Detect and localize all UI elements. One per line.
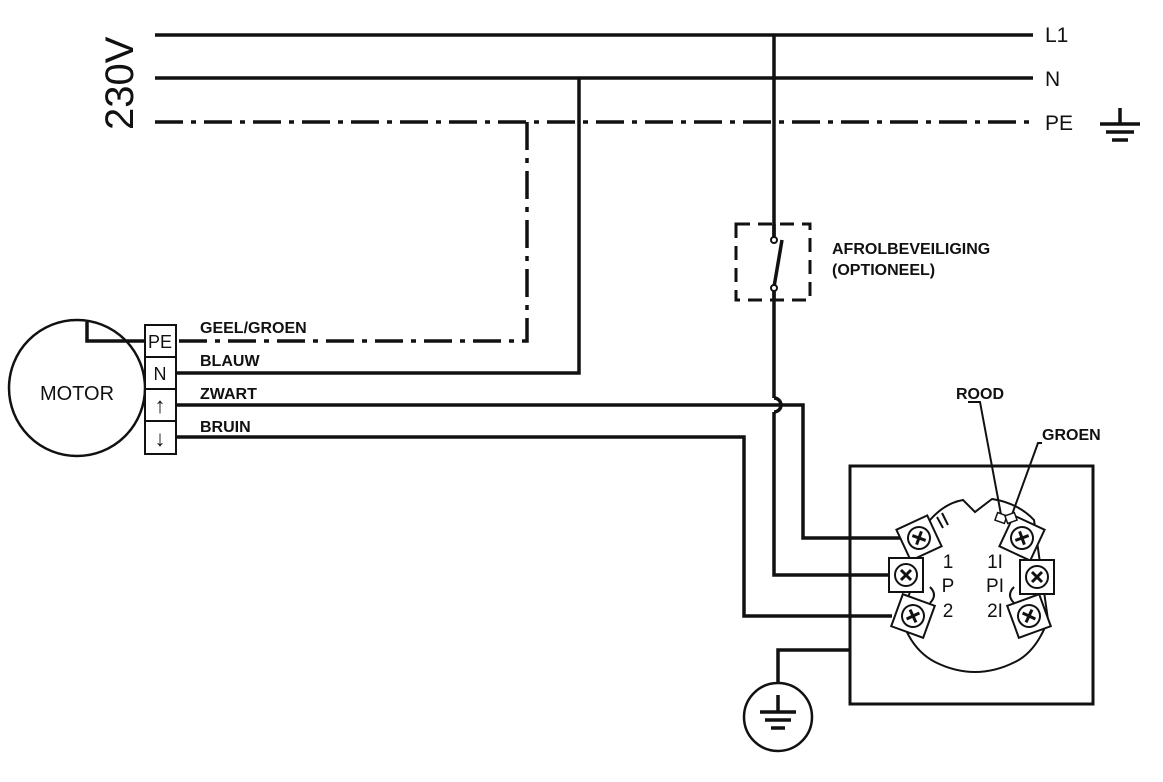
line-label-pe: PE (1045, 112, 1073, 135)
terminal-label-2i: 2I (987, 601, 1003, 622)
switch-housing (848, 464, 1095, 706)
ground-icon (1100, 108, 1140, 142)
motor-label: MOTOR (40, 383, 114, 405)
terminal-screw-1-icon (895, 514, 943, 562)
terminal-label-1i: 1I (987, 552, 1003, 573)
terminal-pe-label: PE (148, 332, 172, 352)
wire-label-pe: GEEL/GROEN (200, 320, 307, 337)
bruin-wire (176, 435, 892, 618)
terminal-label-2: 2 (943, 601, 954, 622)
earth-icon (742, 681, 814, 753)
terminal-screw-p-icon (888, 557, 924, 593)
groen-label: GROEN (1042, 427, 1101, 444)
safety-label-line2: (OPTIONEEL) (832, 262, 935, 279)
terminal-down-label: ↓ (155, 426, 166, 451)
terminal-screw-2-icon (889, 592, 937, 640)
n-wire (176, 78, 581, 375)
rood-label: ROOD (956, 386, 1004, 403)
line-label-l1: L1 (1045, 24, 1068, 47)
zwart-wire (176, 403, 903, 540)
terminal-up-label: ↑ (155, 393, 166, 418)
terminal-label-1: 1 (943, 552, 954, 573)
motor-terminal-strip: PE N ↑ ↓ (144, 324, 177, 455)
pe-wire (176, 122, 529, 343)
terminal-label-pi: PI (986, 576, 1004, 597)
voltage-label: 230V (98, 36, 142, 130)
motor-pe-lead (85, 322, 146, 343)
terminal-label-p: P (942, 576, 955, 597)
safety-switch-icon (770, 224, 784, 300)
terminal-screw-2i-icon (1005, 592, 1053, 640)
housing-earth-wire (776, 648, 850, 695)
wire-label-n: BLAUW (200, 353, 260, 370)
rood-wire (968, 401, 1003, 521)
wire-label-up: ZWART (200, 386, 257, 403)
terminal-screw-pi-icon (1019, 559, 1055, 595)
line-label-n: N (1045, 68, 1060, 91)
l1-wire-lower (772, 412, 895, 577)
terminal-n-label: N (154, 364, 167, 384)
wire-label-down: BRUIN (200, 419, 251, 436)
safety-label-line1: AFROLBEVEILIGING (832, 241, 990, 258)
terminal-screw-1i-icon (998, 514, 1046, 562)
groen-wire (1009, 442, 1042, 521)
